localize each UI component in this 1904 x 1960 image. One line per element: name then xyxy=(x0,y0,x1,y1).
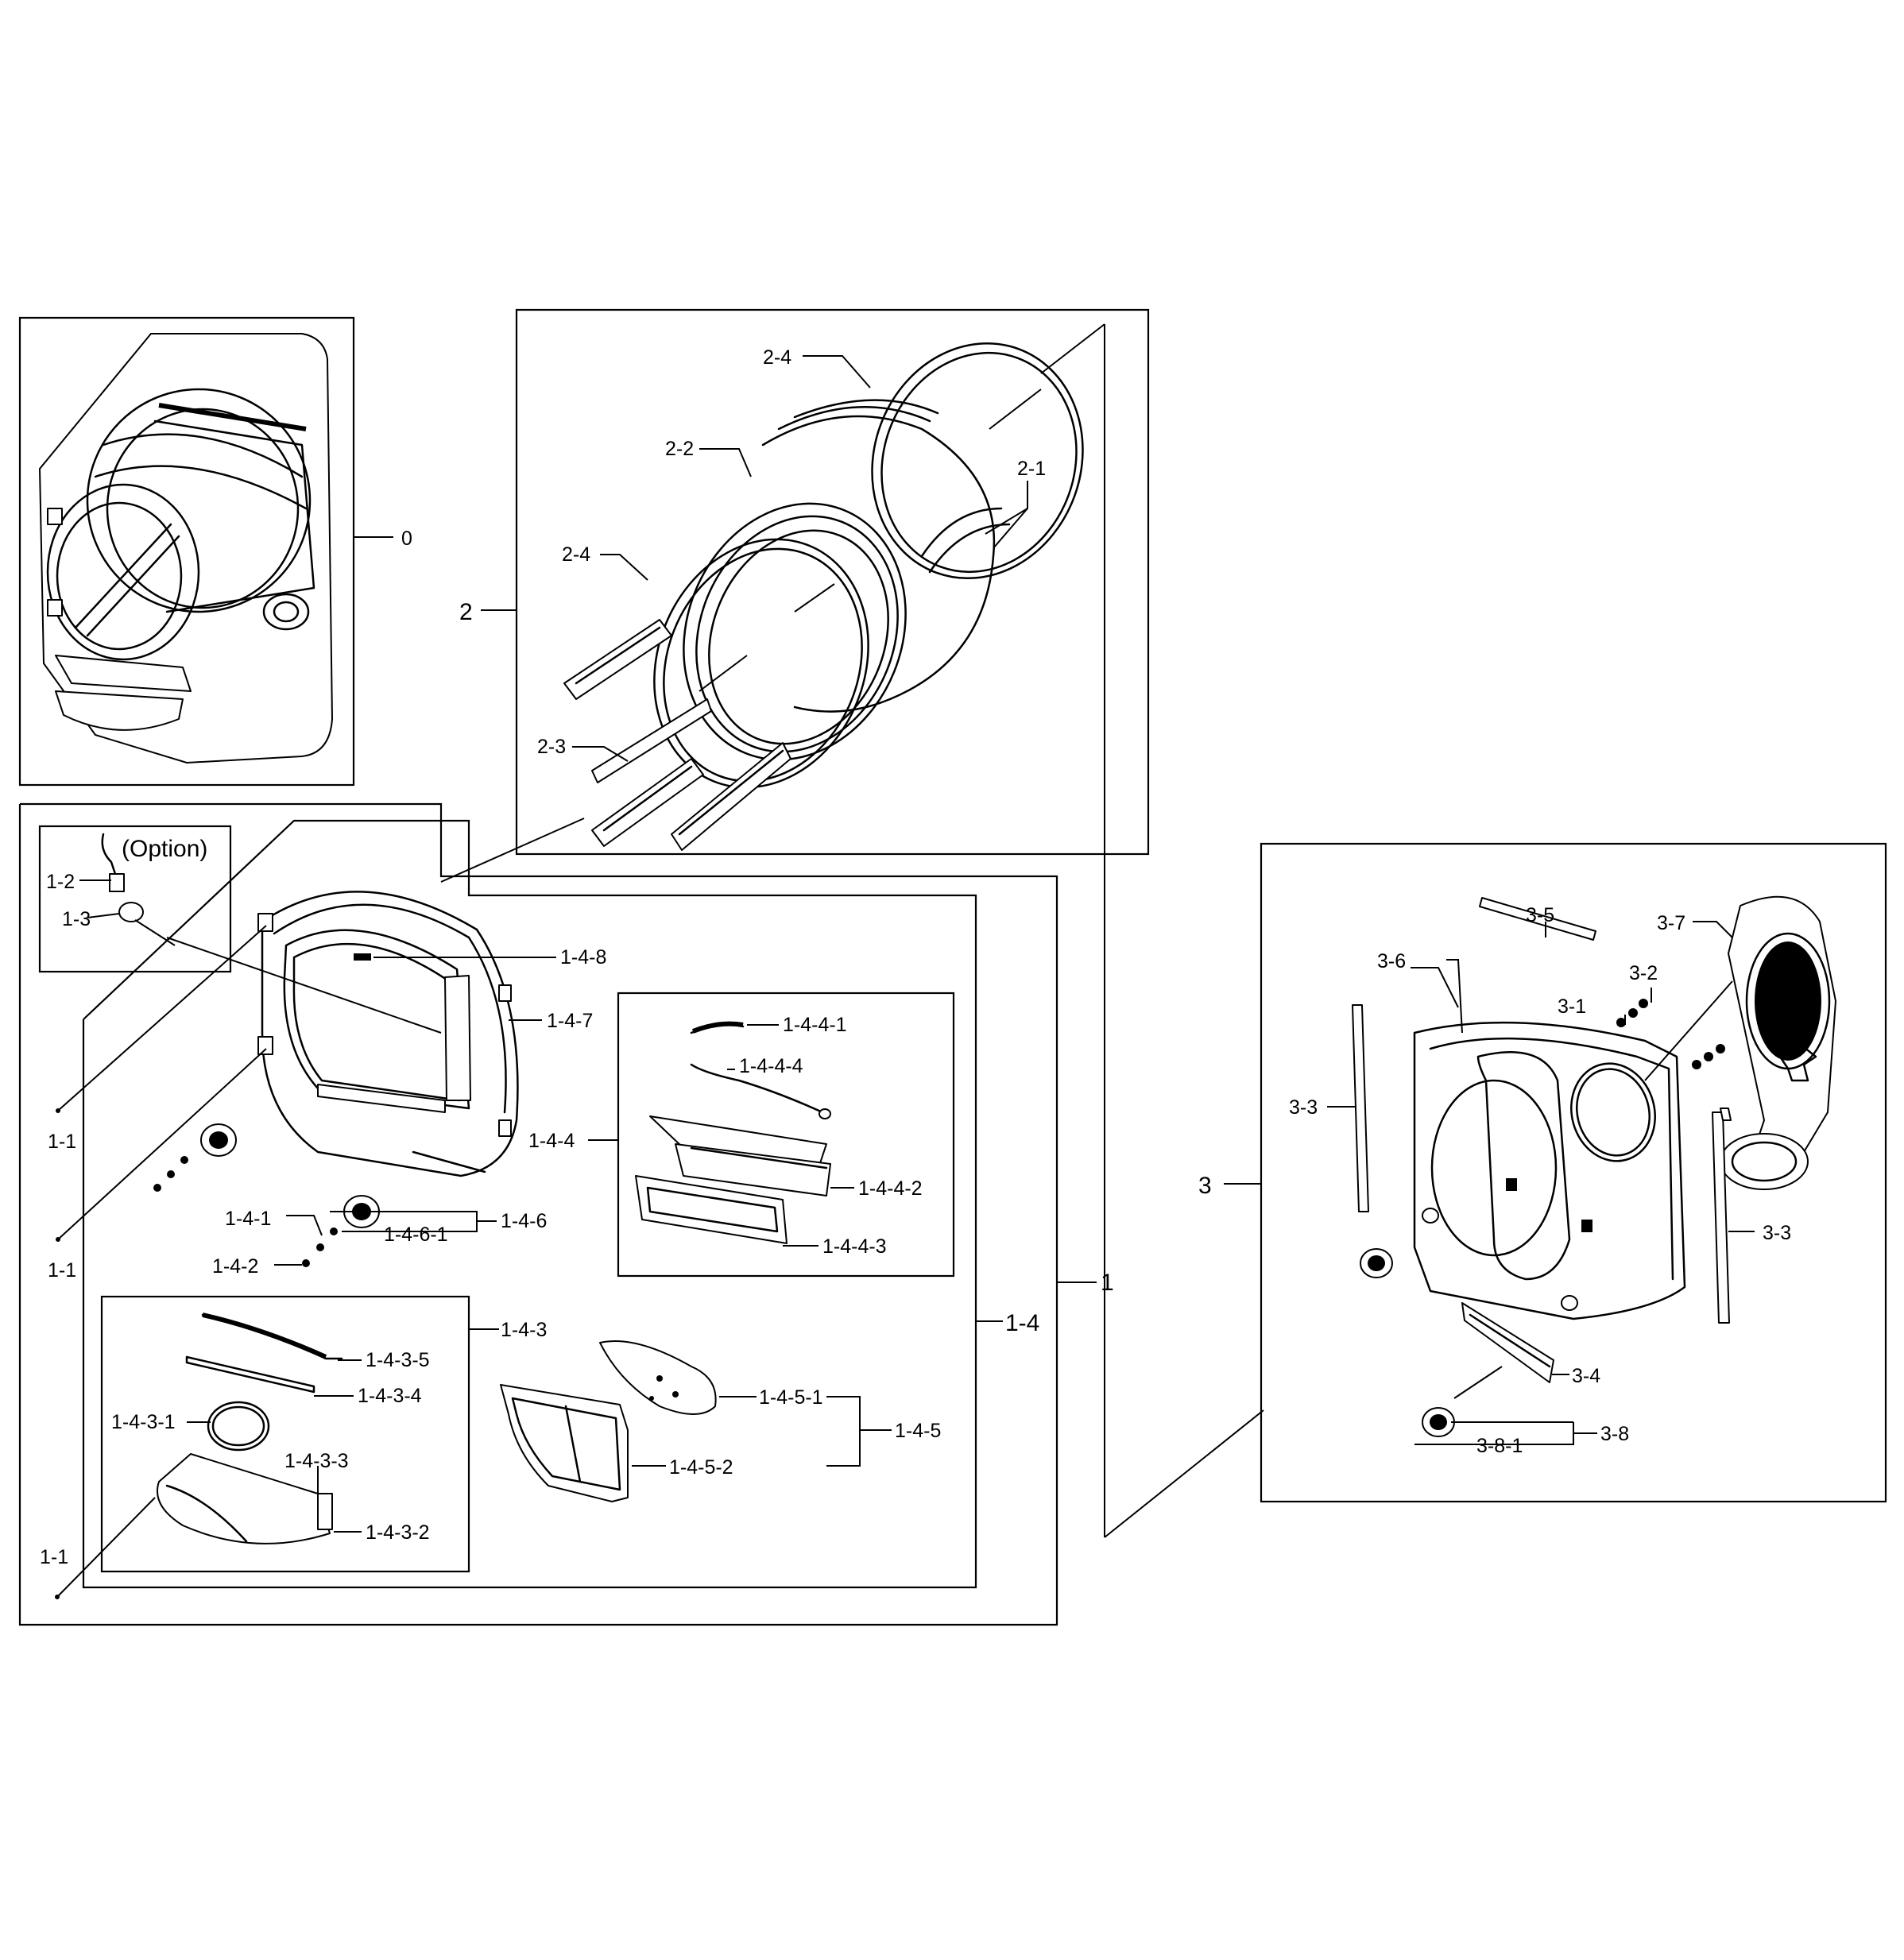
assembly-0-box xyxy=(18,316,393,787)
label-3-1: 3-1 xyxy=(1558,995,1586,1018)
label-2-1: 2-1 xyxy=(1017,458,1046,480)
label-1-4-2: 1-4-2 xyxy=(212,1255,258,1278)
label-1-4-6-1: 1-4-6-1 xyxy=(384,1224,448,1246)
assembly-2-box xyxy=(481,308,1150,856)
label-3-3-left: 3-3 xyxy=(1289,1096,1318,1119)
label-1-4-4-4: 1-4-4-4 xyxy=(739,1055,803,1077)
label-1-4-4: 1-4-4 xyxy=(528,1130,575,1152)
assembly-1-4-box xyxy=(82,819,1003,1589)
label-1-4-5-2: 1-4-5-2 xyxy=(669,1456,733,1479)
label-3-2: 3-2 xyxy=(1629,962,1658,984)
label-option: (Option) xyxy=(122,836,207,862)
label-0: 0 xyxy=(401,528,412,550)
label-1-1-mid: 1-1 xyxy=(48,1259,76,1282)
label-3: 3 xyxy=(1198,1173,1212,1199)
label-1: 1 xyxy=(1101,1270,1114,1296)
label-2-4-left: 2-4 xyxy=(562,543,590,566)
drum-illustration xyxy=(563,342,1084,851)
label-3-8: 3-8 xyxy=(1600,1423,1629,1445)
assembly-3-box xyxy=(1224,842,1887,1503)
lint-filter-illustration xyxy=(500,1340,892,1502)
label-2-4-top: 2-4 xyxy=(763,346,791,369)
label-1-4-1: 1-4-1 xyxy=(225,1208,271,1230)
rear-panel-illustration xyxy=(1327,895,1836,1445)
label-1-4-8: 1-4-8 xyxy=(560,946,606,968)
label-1-4-3-5: 1-4-3-5 xyxy=(366,1349,430,1371)
label-1-2: 1-2 xyxy=(46,871,75,893)
assembly-1-4-3-box xyxy=(100,1295,499,1573)
label-1-4-3: 1-4-3 xyxy=(501,1319,547,1341)
label-3-3-right: 3-3 xyxy=(1763,1222,1791,1244)
label-1-4-3-1: 1-4-3-1 xyxy=(111,1411,176,1433)
label-1-4-4-1: 1-4-4-1 xyxy=(783,1014,847,1036)
label-3-6: 3-6 xyxy=(1377,950,1406,972)
option-box xyxy=(38,825,442,1034)
label-1-4-3-2: 1-4-3-2 xyxy=(366,1521,430,1544)
front-panel-illustration xyxy=(55,818,585,1599)
label-3-8-1: 3-8-1 xyxy=(1476,1435,1523,1457)
label-1-4-3-3: 1-4-3-3 xyxy=(284,1450,349,1472)
assembly-1-outline xyxy=(18,323,1264,1626)
label-1-4-5-1: 1-4-5-1 xyxy=(759,1386,823,1409)
label-1-1-bottom: 1-1 xyxy=(40,1546,68,1568)
label-1-4-6: 1-4-6 xyxy=(501,1210,547,1232)
label-2: 2 xyxy=(459,599,473,625)
assembly-0-illustration xyxy=(38,333,334,764)
label-3-4: 3-4 xyxy=(1572,1365,1600,1387)
label-1-3: 1-3 xyxy=(62,908,91,930)
label-1-4-4-2: 1-4-4-2 xyxy=(858,1177,923,1200)
label-3-5: 3-5 xyxy=(1526,904,1554,926)
label-3-7: 3-7 xyxy=(1657,912,1685,934)
label-1-4-5: 1-4-5 xyxy=(895,1420,941,1442)
label-1-4-7: 1-4-7 xyxy=(547,1010,593,1032)
label-1-4: 1-4 xyxy=(1005,1310,1039,1336)
label-1-1-top: 1-1 xyxy=(48,1131,76,1153)
label-1-4-3-4: 1-4-3-4 xyxy=(358,1385,422,1407)
label-2-2: 2-2 xyxy=(665,438,694,460)
label-2-3: 2-3 xyxy=(537,736,566,758)
label-1-4-4-3: 1-4-4-3 xyxy=(822,1235,887,1258)
assembly-1-4-4-box xyxy=(588,992,955,1278)
